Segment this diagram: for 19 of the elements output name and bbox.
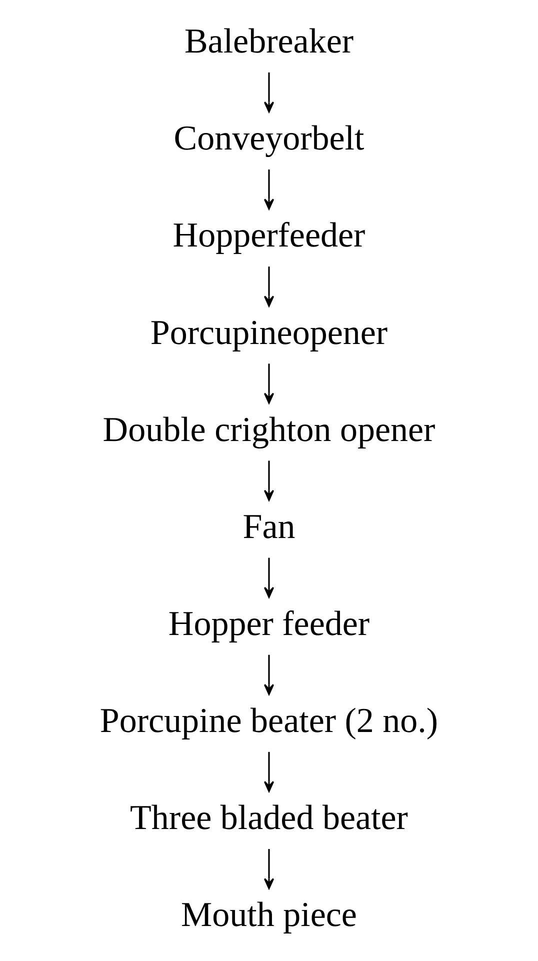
node-text: Fan [242,506,296,546]
arrow [264,654,274,695]
arrow [264,364,274,404]
node-text: Balebreaker [184,22,354,61]
arrow [264,849,274,890]
arrow [264,558,274,598]
node-text: Double crighton opener [102,410,436,449]
node-text: Hopper feeder [168,604,370,644]
node-text: Mouth piece [181,895,357,934]
arrow [264,266,274,307]
node-text: Porcupineopener [150,312,388,352]
arrow [264,460,274,501]
arrow [264,72,274,113]
arrow [264,752,274,792]
node-text: Hopperfeeder [172,216,366,255]
node-text: Three bladed beater [130,798,408,838]
arrow [264,170,274,210]
node-text: Porcupine beater (2 no.) [100,701,438,740]
node-text: Conveyorbelt [174,118,364,158]
